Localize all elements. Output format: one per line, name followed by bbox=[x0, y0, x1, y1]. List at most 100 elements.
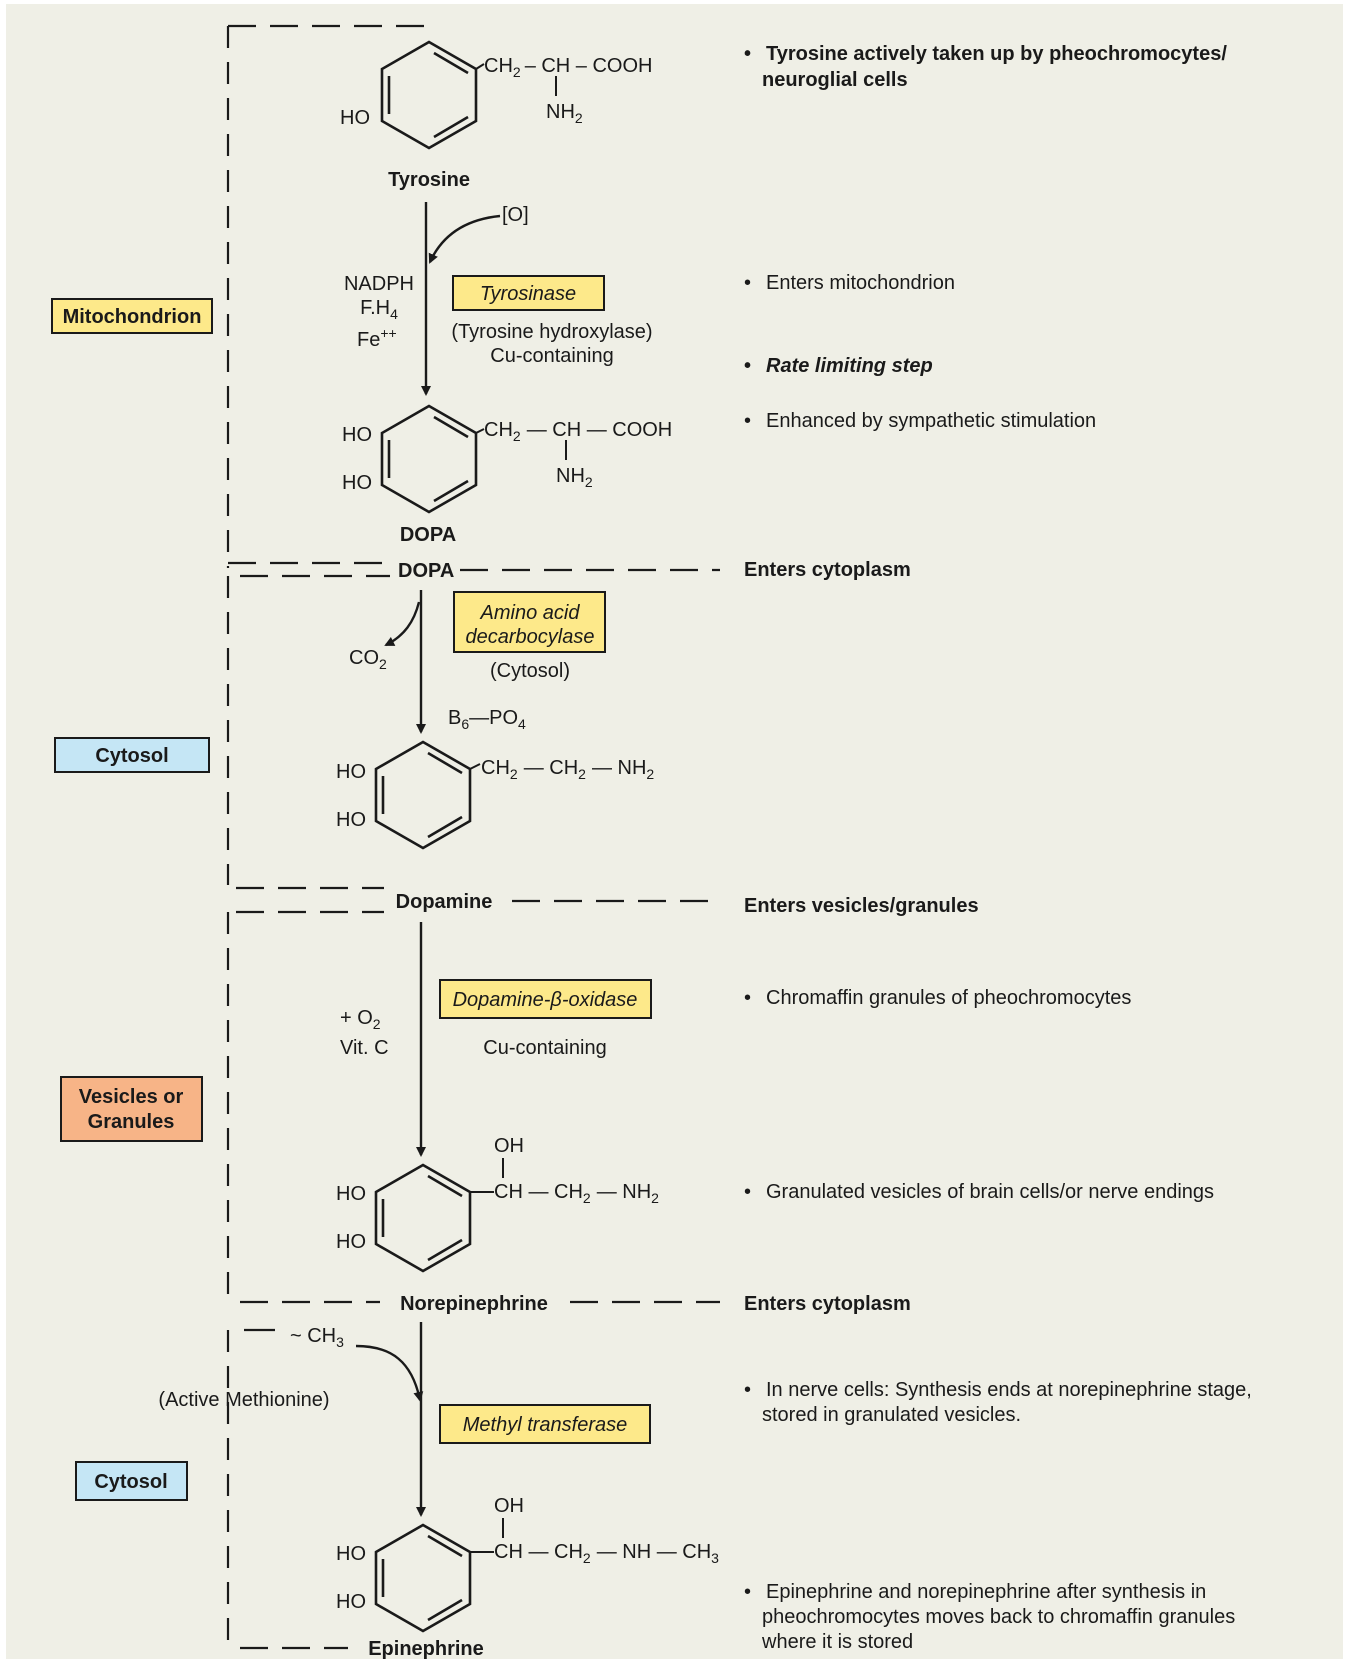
methyl-input-arrow bbox=[355, 1344, 424, 1402]
cytosol-note: (Cytosol) bbox=[490, 660, 570, 682]
tyrosinase-box bbox=[452, 275, 605, 311]
methyl-transferase-box bbox=[439, 1404, 651, 1444]
dopa-nh: NH bbox=[556, 465, 585, 487]
tyrosine-ring bbox=[380, 40, 478, 150]
svg-text:CH2— CH — COOH: CH2— CH — COOH bbox=[484, 419, 672, 444]
dopa-transfer-label: DOPA bbox=[398, 560, 454, 582]
epinephrine-sub-1: 2 bbox=[583, 1550, 591, 1566]
active-methionine-label: (Active Methionine) bbox=[158, 1389, 329, 1411]
label-mitochondrion: Mitochondrion bbox=[51, 298, 213, 334]
dopamine-ring bbox=[374, 740, 472, 850]
mitochondrion-label: Mitochondrion bbox=[63, 306, 202, 328]
vesicles-label-line2: Granules bbox=[88, 1111, 175, 1133]
epinephrine-ch: CH — CH bbox=[494, 1541, 583, 1563]
oxygen-label: [O] bbox=[502, 204, 529, 226]
note-enters-vesicles: Enters vesicles/granules bbox=[744, 895, 979, 917]
vesicles-label-line1: Vesicles or bbox=[79, 1086, 184, 1108]
compartment-boundaries bbox=[226, 24, 720, 1650]
epinephrine-oh: OH bbox=[494, 1495, 524, 1517]
norepinephrine-ch: CH — CH bbox=[494, 1181, 583, 1203]
tyrosine-nh: NH bbox=[546, 101, 575, 123]
tyrosine-ch2-sub: 2 bbox=[513, 64, 521, 80]
dopa-ho-2: HO bbox=[342, 472, 372, 494]
dopa-chain: — CH — COOH bbox=[527, 419, 673, 441]
vitamin-c-label: Vit. C bbox=[340, 1037, 389, 1059]
norepinephrine-ho-2: HO bbox=[336, 1231, 366, 1253]
dopamine-sub-2: 2 bbox=[578, 766, 586, 782]
cofactor-b6-sub: 6 bbox=[461, 716, 469, 732]
cytosol-box-1 bbox=[54, 737, 210, 773]
dopamine-ho-1: HO bbox=[336, 761, 366, 783]
molecule-dopa: HO HO CH2— CH — COOH NH2 DOPA bbox=[342, 419, 672, 546]
note-enters-cytoplasm-2: Enters cytoplasm bbox=[744, 1293, 911, 1315]
note-enters-cytoplasm-1: Enters cytoplasm bbox=[744, 559, 911, 581]
note-nerve-cells-line2: stored in granulated vesicles. bbox=[762, 1404, 1021, 1426]
dopamine-ch2a: CH bbox=[481, 757, 510, 779]
label-cytosol-1: Cytosol bbox=[54, 737, 210, 773]
oxygen2-sub: 2 bbox=[373, 1016, 381, 1032]
svg-text:B6—PO4: B6—PO4 bbox=[448, 707, 526, 732]
note-epinephrine-line2: pheochromocytes moves back to chromaffin… bbox=[762, 1606, 1235, 1628]
cytosol-label-1: Cytosol bbox=[95, 745, 168, 767]
tyrosinase-label: Tyrosinase bbox=[480, 283, 576, 305]
oxygen-input-arrow bbox=[428, 214, 501, 264]
note-epinephrine-line3: where it is stored bbox=[761, 1631, 913, 1653]
cytosol-label-2: Cytosol bbox=[94, 1471, 167, 1493]
cofactor-po4: —PO bbox=[469, 707, 518, 729]
tyrosine-ch2: CH bbox=[484, 55, 513, 77]
bullet-5: • bbox=[744, 987, 751, 1009]
cofactor-fe: Fe bbox=[357, 329, 380, 351]
decarboxylase-line2: decarbocylase bbox=[466, 626, 595, 648]
svg-text:CO2: CO2 bbox=[349, 647, 387, 672]
cofactor-fe-sup: ++ bbox=[380, 325, 396, 341]
epinephrine-name: Epinephrine bbox=[368, 1638, 484, 1660]
bullet-7: • bbox=[744, 1379, 751, 1401]
dopa-name: DOPA bbox=[400, 524, 456, 546]
cofactor-b6: B bbox=[448, 707, 461, 729]
bonds bbox=[469, 63, 567, 1553]
svg-text:NH2: NH2 bbox=[556, 465, 593, 490]
bullet-1: • bbox=[744, 43, 751, 65]
note-sympathetic: Enhanced by sympathetic stimulation bbox=[766, 410, 1096, 432]
dopamine-nh: — NH bbox=[592, 757, 646, 779]
dopamine-sub-3: 2 bbox=[646, 766, 654, 782]
dopa-ring bbox=[380, 404, 478, 514]
note-enters-mitochondrion: Enters mitochondrion bbox=[766, 272, 955, 294]
cu-containing-label-2: Cu-containing bbox=[483, 1037, 606, 1059]
label-vesicles: Vesicles or Granules bbox=[60, 1076, 203, 1142]
dopamine-beta-oxidase-label: Dopamine-β-oxidase bbox=[453, 989, 638, 1011]
norepinephrine-sub-1: 2 bbox=[583, 1190, 591, 1206]
step-3: + O2 Vit. C Dopamine-β-oxidase Cu-contai… bbox=[340, 979, 652, 1059]
molecule-dopamine: HO HO CH2— CH2— NH2 Dopamine bbox=[336, 757, 654, 913]
reaction-arrows bbox=[355, 202, 501, 1517]
label-cytosol-2: Cytosol bbox=[75, 1461, 188, 1501]
norepinephrine-oh: OH bbox=[494, 1135, 524, 1157]
molecule-epinephrine: OH HO HO CH — CH2— NH — CH3 Epinephrine bbox=[336, 1495, 719, 1660]
step-2: CO2 Amino acid decarbocylase (Cytosol) B… bbox=[349, 591, 606, 732]
dopa-ho-1: HO bbox=[342, 424, 372, 446]
bullet-8: • bbox=[744, 1581, 751, 1603]
tyrosine-ho: HO bbox=[340, 107, 370, 129]
epinephrine-ho-1: HO bbox=[336, 1543, 366, 1565]
note-granulated-vesicles: Granulated vesicles of brain cells/or ne… bbox=[766, 1181, 1214, 1203]
cofactor-po4-sub: 4 bbox=[518, 716, 526, 732]
tyrosine-nh-sub: 2 bbox=[575, 110, 583, 126]
svg-text:NH2: NH2 bbox=[546, 101, 583, 126]
epinephrine-ring bbox=[374, 1523, 472, 1633]
dopamine-name: Dopamine bbox=[396, 891, 493, 913]
bullet-6: • bbox=[744, 1181, 751, 1203]
svg-text:CH — CH2— NH — CH3: CH — CH2— NH — CH3 bbox=[494, 1541, 719, 1566]
decarboxylase-line1: Amino acid bbox=[480, 602, 581, 624]
svg-text:F.H4: F.H4 bbox=[360, 297, 398, 322]
note-uptake-line1: Tyrosine actively taken up by pheochromo… bbox=[766, 43, 1227, 65]
oxygen2-label: + O bbox=[340, 1007, 373, 1029]
tyrosine-chain: – CH – COOH bbox=[525, 55, 653, 77]
note-rate-limiting: Rate limiting step bbox=[766, 355, 933, 377]
svg-text:+ O2: + O2 bbox=[340, 1007, 381, 1032]
dopamine-ch2b: — CH bbox=[524, 757, 578, 779]
bullet-3: • bbox=[744, 355, 751, 377]
mitochondrion-box bbox=[51, 298, 213, 334]
note-chromaffin: Chromaffin granules of pheochromocytes bbox=[766, 987, 1131, 1009]
